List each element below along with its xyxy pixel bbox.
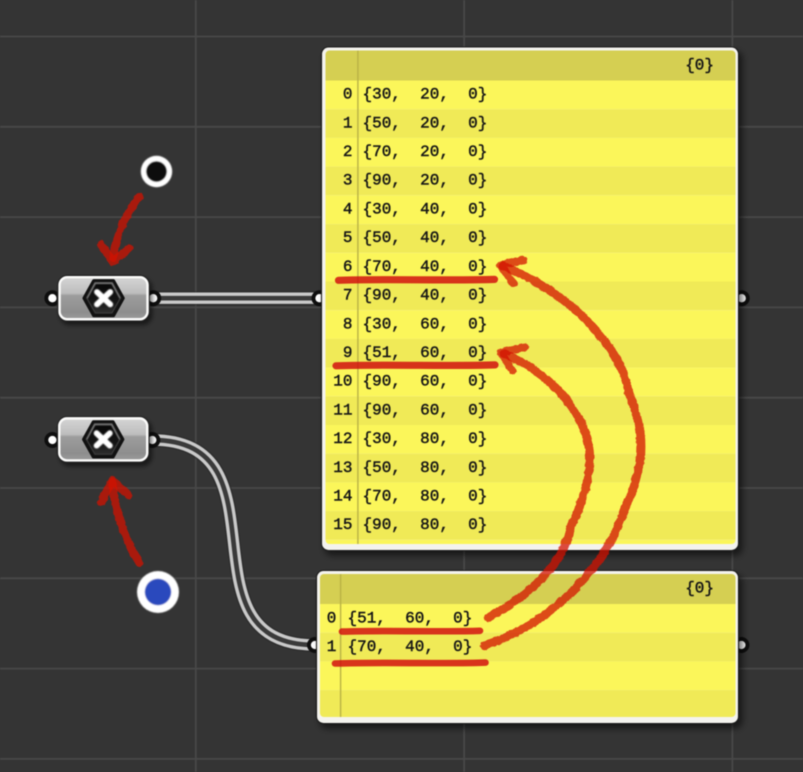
svg-text:{90, 40, 0}: {90, 40, 0} [363, 287, 488, 305]
svg-text:{30, 40, 0}: {30, 40, 0} [363, 200, 488, 218]
svg-text:1: 1 [343, 114, 353, 132]
svg-text:0: 0 [343, 86, 353, 104]
svg-text:{0}: {0} [685, 579, 714, 597]
svg-text:{90, 60, 0}: {90, 60, 0} [363, 401, 488, 419]
svg-text:{70, 80, 0}: {70, 80, 0} [363, 488, 488, 506]
svg-text:5: 5 [343, 229, 353, 247]
svg-text:{70, 40, 0}: {70, 40, 0} [363, 258, 488, 276]
svg-text:{90, 80, 0}: {90, 80, 0} [363, 516, 488, 534]
svg-text:{51, 60, 0}: {51, 60, 0} [348, 609, 473, 627]
svg-text:8: 8 [343, 315, 353, 333]
svg-text:{51, 60, 0}: {51, 60, 0} [363, 344, 488, 362]
svg-text:{50, 80, 0}: {50, 80, 0} [363, 459, 488, 477]
svg-text:1: 1 [327, 638, 337, 656]
svg-text:6: 6 [343, 258, 353, 276]
svg-text:{30, 60, 0}: {30, 60, 0} [363, 315, 488, 333]
svg-text:11: 11 [333, 401, 352, 419]
svg-text:3: 3 [343, 172, 353, 190]
svg-text:{90, 20, 0}: {90, 20, 0} [363, 172, 488, 190]
svg-text:12: 12 [333, 430, 352, 448]
svg-text:{50, 40, 0}: {50, 40, 0} [363, 229, 488, 247]
svg-text:{90, 60, 0}: {90, 60, 0} [363, 373, 488, 391]
svg-text:{30, 20, 0}: {30, 20, 0} [363, 86, 488, 104]
svg-text:{30, 80, 0}: {30, 80, 0} [363, 430, 488, 448]
svg-text:7: 7 [343, 287, 353, 305]
svg-text:2: 2 [343, 143, 353, 161]
svg-text:{0}: {0} [685, 56, 714, 74]
svg-text:10: 10 [333, 373, 352, 391]
svg-text:4: 4 [343, 200, 353, 218]
svg-text:9: 9 [343, 344, 353, 362]
svg-text:0: 0 [327, 609, 337, 627]
svg-text:13: 13 [333, 459, 352, 477]
svg-text:{50, 20, 0}: {50, 20, 0} [363, 114, 488, 132]
svg-text:14: 14 [333, 488, 352, 506]
svg-text:15: 15 [333, 516, 352, 534]
svg-text:{70, 20, 0}: {70, 20, 0} [363, 143, 488, 161]
svg-text:{70, 40, 0}: {70, 40, 0} [348, 638, 473, 656]
